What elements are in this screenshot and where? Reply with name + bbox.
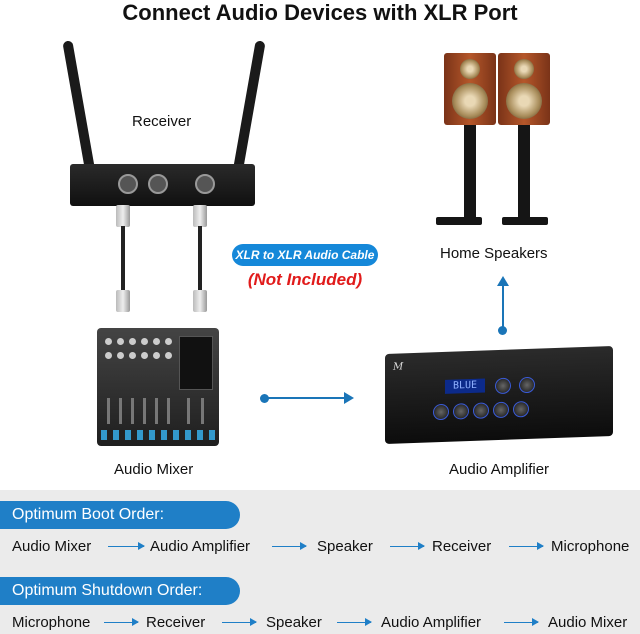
xlr-plug-left-top (116, 205, 130, 227)
mixer-knob (153, 338, 160, 345)
mixer-fader (119, 398, 122, 424)
shutdown-arrow-1 (104, 618, 139, 626)
connector-line-mixer-amp (266, 397, 346, 399)
mixer-knob (105, 338, 112, 345)
audio-mixer-label: Audio Mixer (114, 461, 194, 478)
mixer-knob (129, 352, 136, 359)
audio-amplifier-label: Audio Amplifier (449, 461, 550, 478)
mixer-fader (131, 398, 134, 424)
mixer-knob (141, 338, 148, 345)
receiver-image (60, 40, 270, 227)
receiver-label: Receiver (132, 113, 192, 130)
connector-dot-mixer (260, 394, 269, 403)
mixer-knob (117, 338, 124, 345)
mixer-channel-buttons (101, 430, 215, 440)
shutdown-step-2: Receiver (146, 614, 206, 631)
xlr-port-b (195, 174, 215, 194)
shutdown-arrow-4 (504, 618, 539, 626)
audio-mixer-image (97, 328, 219, 446)
amp-brand-logo: M (393, 361, 404, 373)
xlr-plug-right-bottom (193, 290, 207, 312)
amp-knob (519, 376, 535, 394)
audio-amplifier-image: M BLUE (385, 346, 613, 444)
shutdown-step-3: Speaker (266, 614, 322, 631)
shutdown-order-heading: Optimum Shutdown Order: (0, 577, 240, 605)
xlr-cable-left (121, 226, 125, 291)
amp-knob (453, 403, 469, 420)
arrow-right-to-amplifier (344, 392, 354, 404)
right-stand (518, 125, 530, 220)
home-speakers-image (432, 45, 562, 235)
xlr-cable-right (198, 226, 202, 291)
boot-step-3: Speaker (317, 538, 373, 555)
boot-step-1: Audio Mixer (12, 538, 92, 555)
amp-knob (495, 377, 511, 395)
shutdown-arrow-3 (337, 618, 372, 626)
shutdown-step-5: Audio Mixer (548, 614, 628, 631)
right-tweeter (514, 59, 534, 79)
xlr-plug-right-top (193, 205, 207, 227)
right-speaker-cabinet (498, 53, 550, 125)
mixer-knob (105, 352, 112, 359)
right-stand-base (502, 217, 548, 225)
boot-order-sequence: Audio Mixer Audio Amplifier Speaker Rece… (0, 537, 640, 557)
amp-knob (493, 401, 509, 419)
mixer-fader (201, 398, 204, 424)
home-speakers-label: Home Speakers (440, 245, 548, 262)
arrow-up-to-speakers (497, 276, 509, 286)
right-woofer (506, 83, 542, 119)
amp-knob (433, 403, 449, 421)
amp-knob (473, 402, 489, 419)
amp-display: BLUE (445, 378, 485, 394)
left-tweeter (460, 59, 480, 79)
cable-not-included-note: (Not Included) (247, 270, 363, 289)
mixer-fader (155, 398, 158, 424)
xlr-port-a (118, 174, 138, 194)
mixer-knob (117, 352, 124, 359)
amp-knob (513, 400, 529, 418)
left-antenna (62, 40, 96, 175)
shutdown-step-4: Audio Amplifier (381, 614, 482, 631)
boot-order-heading: Optimum Boot Order: (0, 501, 240, 529)
left-woofer (452, 83, 488, 119)
mixer-knob (153, 352, 160, 359)
power-port (148, 174, 168, 194)
boot-arrow-3 (390, 542, 425, 550)
xlr-plug-left-bottom (116, 290, 130, 312)
shutdown-arrow-2 (222, 618, 257, 626)
right-antenna (232, 40, 266, 175)
cable-label-badge: XLR to XLR Audio Cable (232, 244, 378, 266)
boot-step-4: Receiver (432, 538, 492, 555)
mixer-fader (187, 398, 190, 424)
page-title: Connect Audio Devices with XLR Port (122, 0, 518, 25)
mixer-fader (167, 398, 170, 424)
boot-step-5: Microphone (551, 538, 630, 555)
mixer-master-section (179, 336, 213, 390)
mixer-knob (129, 338, 136, 345)
left-stand-base (436, 217, 482, 225)
shutdown-step-1: Microphone (12, 614, 91, 631)
boot-arrow-2 (272, 542, 307, 550)
connector-dot-amp (498, 326, 507, 335)
mixer-fader (143, 398, 146, 424)
mixer-knob (165, 338, 172, 345)
left-stand (464, 125, 476, 220)
receiver-body (70, 164, 255, 206)
left-speaker-cabinet (444, 53, 496, 125)
mixer-fader (107, 398, 110, 424)
connector-line-amp-speakers (502, 285, 504, 329)
shutdown-order-sequence: Microphone Receiver Speaker Audio Amplif… (0, 613, 640, 633)
mixer-knob (141, 352, 148, 359)
boot-arrow-1 (108, 542, 145, 550)
mixer-knob (165, 352, 172, 359)
boot-arrow-4 (509, 542, 544, 550)
boot-step-2: Audio Amplifier (150, 538, 251, 555)
